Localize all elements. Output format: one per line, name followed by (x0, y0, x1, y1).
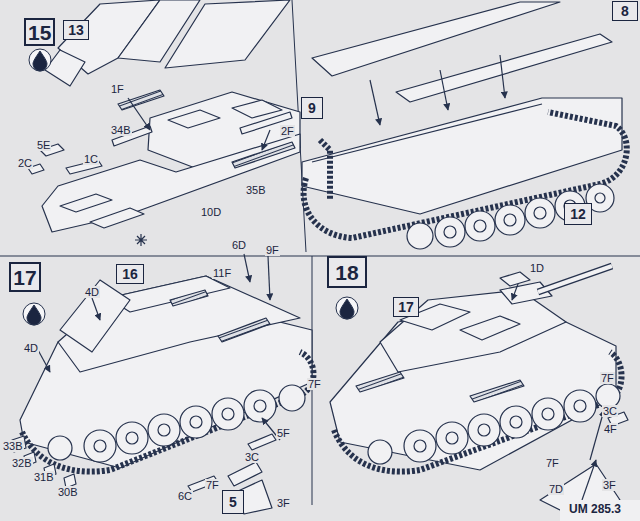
part-number: 2F (280, 125, 295, 137)
step-number-box: 18 (327, 256, 367, 288)
subassembly-box: 13 (63, 20, 89, 40)
step-number: 9 (308, 101, 316, 115)
step-number: 12 (570, 207, 586, 221)
part-number: 7D (548, 483, 564, 495)
part-number: 10D (200, 206, 222, 218)
part-number: 7F (545, 457, 560, 469)
step-number: 13 (68, 23, 84, 37)
step-number-box: 17 (9, 262, 41, 292)
part-number: 1F (110, 83, 125, 95)
part-number: 4D (23, 342, 39, 354)
step-number: 18 (335, 262, 358, 283)
part-number: 7F (600, 372, 615, 384)
part-number: 31B (33, 471, 55, 483)
step-number-box: 15 (24, 18, 55, 46)
part-number: 2C (17, 157, 33, 169)
part-number: 6D (231, 239, 247, 251)
subassembly-box: 12 (564, 203, 592, 225)
part-number: 9F (265, 244, 280, 256)
part-number: 1D (529, 262, 545, 274)
step-number: 16 (122, 267, 138, 281)
part-number: 34B (110, 124, 132, 136)
part-number: 7F (205, 479, 220, 491)
part-number: 5F (276, 427, 291, 439)
subassembly-box: 17 (393, 297, 419, 317)
part-number: 1C (83, 153, 99, 165)
part-number: 3F (602, 479, 617, 491)
part-number: 3C (244, 451, 260, 463)
kit-code: UM 285.3 (566, 502, 624, 516)
step-number: 17 (398, 300, 414, 314)
step-number: 15 (28, 22, 51, 43)
part-number: 3F (276, 497, 291, 509)
part-number: 30B (57, 486, 79, 498)
part-number: 7F (307, 378, 322, 390)
subassembly-box: 16 (116, 264, 144, 284)
part-number: 3C (602, 405, 618, 417)
part-number: 11F (212, 267, 232, 279)
part-number: 6C (177, 490, 193, 502)
subassembly-box: 9 (301, 97, 323, 119)
step-number: 8 (621, 4, 629, 18)
step-number: 17 (13, 267, 36, 288)
part-number: 5E (36, 139, 51, 151)
part-number: 35B (245, 184, 267, 196)
part-number: 4F (603, 423, 618, 435)
subassembly-box: 8 (612, 1, 638, 21)
part-number: 32B (11, 457, 33, 469)
step-number: 5 (229, 495, 237, 509)
part-number: 4D (84, 286, 100, 298)
part-number: 33B (2, 440, 24, 452)
subassembly-box: 5 (222, 490, 244, 514)
